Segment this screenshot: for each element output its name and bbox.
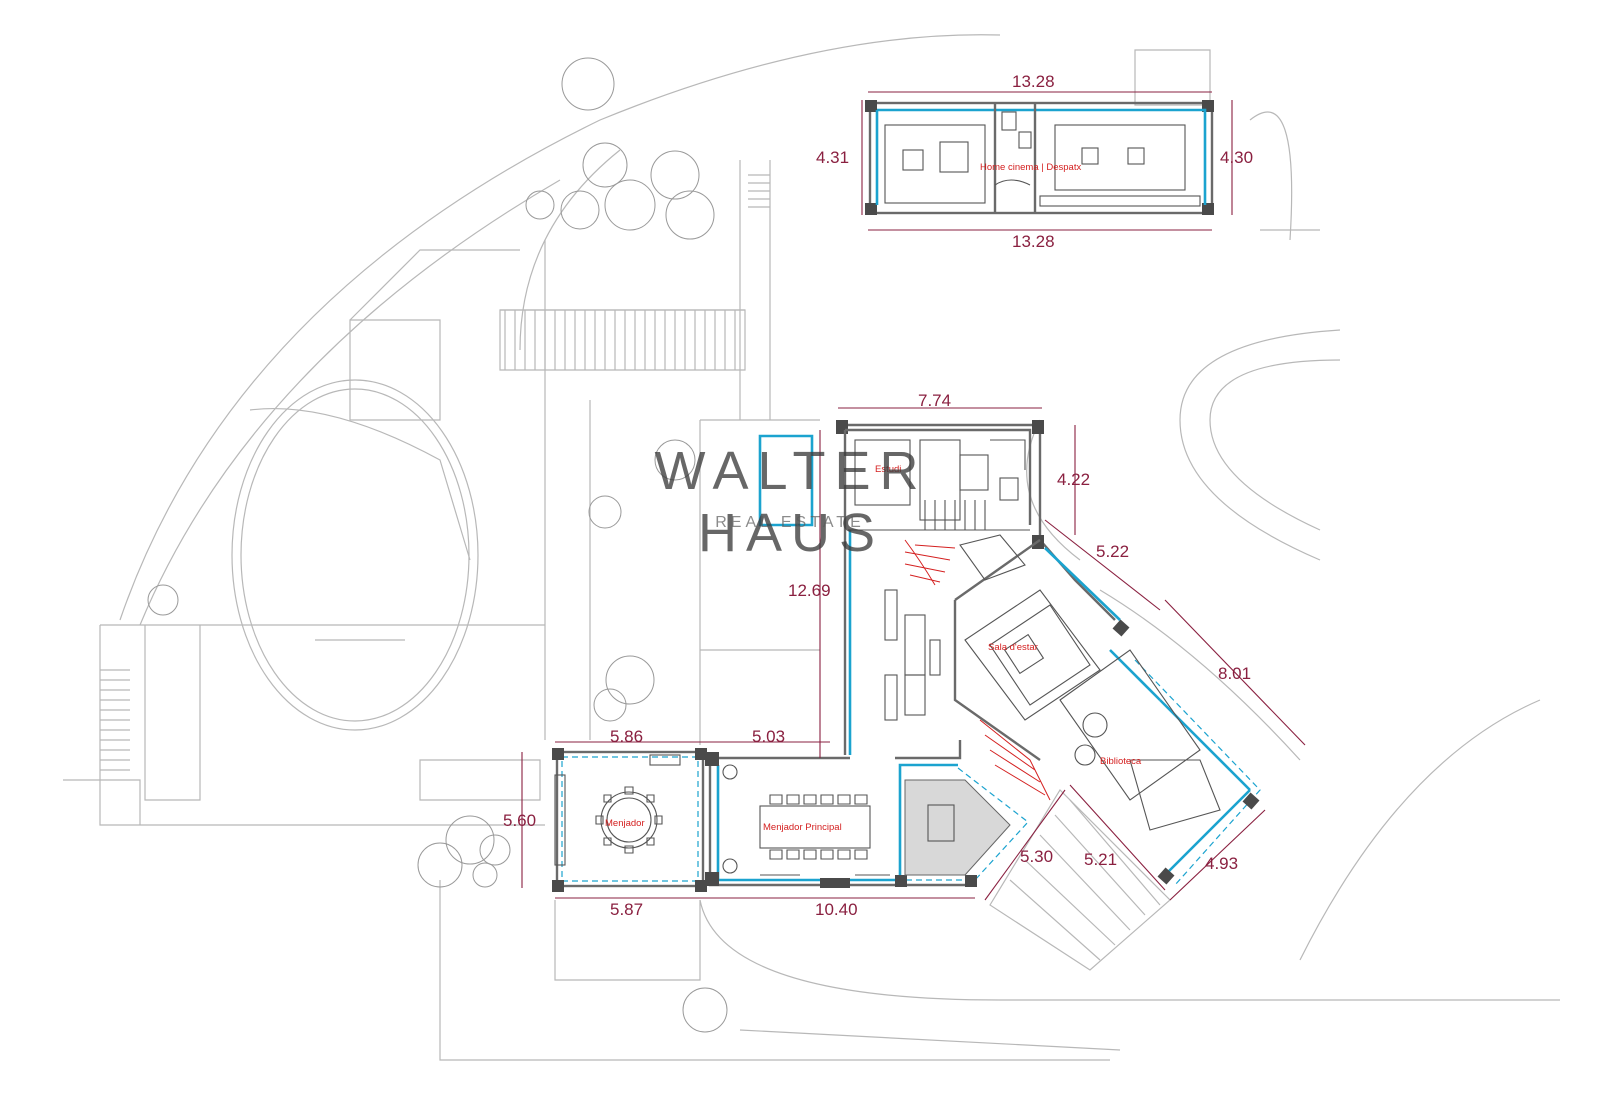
room-home-cinema: Home cinema | Despatx <box>980 162 1081 173</box>
room-menjador-principal: Menjador Principal <box>763 822 842 833</box>
stairs-side <box>100 174 770 771</box>
room-estudi: Estudi <box>875 464 901 475</box>
dimension-lines <box>521 91 1306 901</box>
stairs-upper <box>500 309 745 370</box>
main-house <box>705 420 1261 888</box>
dim-dining-bottom: 5.87 <box>610 900 643 919</box>
dim-dining-left: 5.60 <box>503 811 536 830</box>
dim-diag-c: 4.93 <box>1205 854 1238 873</box>
room-sala-estar: Sala d'estar <box>988 642 1038 653</box>
watermark-brand: WALTER HAUS <box>654 441 928 563</box>
dim-diag-a: 5.30 <box>1020 847 1053 866</box>
dim-annex-left: 4.31 <box>816 148 849 167</box>
trees <box>147 57 728 1033</box>
room-menjador: Menjador <box>605 818 645 829</box>
watermark-tagline: REAL ESTATE <box>715 514 865 531</box>
room-labels: Home cinema | Despatx Estudi Sala d'esta… <box>605 162 1142 833</box>
dim-main-right-top: 4.22 <box>1057 470 1090 489</box>
dim-main-bottom: 10.40 <box>815 900 858 919</box>
dim-diag-outer: 8.01 <box>1218 664 1251 683</box>
room-biblioteca: Biblioteca <box>1100 756 1142 767</box>
annex-building <box>865 100 1214 215</box>
dim-main-top: 7.74 <box>918 391 951 410</box>
dim-link-top: 5.03 <box>752 727 785 746</box>
menjador-pavilion <box>552 748 707 892</box>
dim-annex-top: 13.28 <box>1012 72 1055 91</box>
dim-diag-b: 5.21 <box>1084 850 1117 869</box>
dimension-labels: 13.28 13.28 4.31 4.30 7.74 4.22 5.22 12.… <box>503 72 1253 919</box>
dim-annex-right: 4.30 <box>1220 148 1253 167</box>
dim-annex-bottom: 13.28 <box>1012 232 1055 251</box>
dim-diag-upper: 5.22 <box>1096 542 1129 561</box>
stair-red <box>904 539 1051 801</box>
dim-dining-top: 5.86 <box>610 727 643 746</box>
terrace-paving <box>989 789 1171 971</box>
dim-main-left: 12.69 <box>788 581 831 600</box>
